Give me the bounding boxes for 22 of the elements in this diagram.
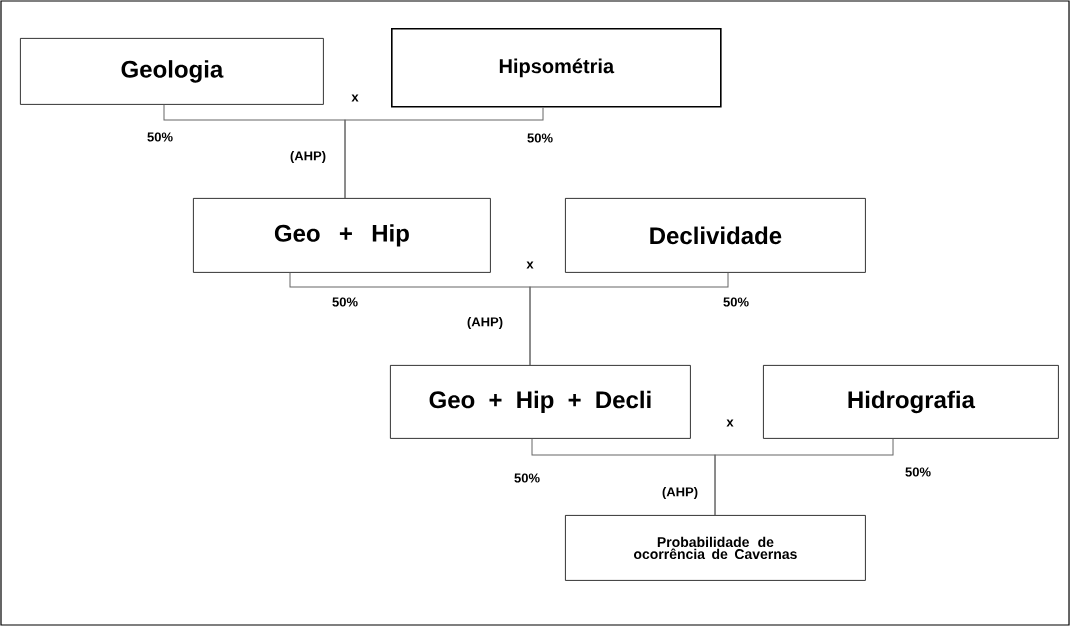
weight-label: 50% bbox=[147, 132, 173, 142]
connector-line bbox=[714, 438, 894, 516]
operator-symbol: x bbox=[351, 94, 359, 102]
result-box: Probabilidade de ocorrência de Cavernas bbox=[565, 515, 866, 581]
weight-label: 50% bbox=[332, 297, 358, 307]
layer-box: Geo + Hip bbox=[193, 198, 491, 273]
weight-label: 50% bbox=[723, 297, 749, 307]
weight-label: 50% bbox=[514, 473, 540, 483]
connector-line bbox=[344, 107, 544, 199]
method-label: (AHP) bbox=[662, 486, 698, 500]
connector-line bbox=[529, 272, 729, 366]
method-label: (AHP) bbox=[467, 316, 503, 330]
layer-box: Hipsométria bbox=[391, 28, 722, 108]
weight-label: 50% bbox=[905, 467, 931, 477]
layer-box: Geo + Hip + Decli bbox=[390, 365, 691, 439]
method-label: (AHP) bbox=[290, 150, 326, 164]
layer-box: Hidrografia bbox=[763, 365, 1059, 439]
operator-symbol: x bbox=[526, 261, 534, 269]
layer-box: Declividade bbox=[565, 198, 866, 273]
weight-label: 50% bbox=[527, 133, 553, 143]
operator-symbol: x bbox=[726, 419, 734, 427]
layer-box: Geologia bbox=[20, 38, 324, 105]
